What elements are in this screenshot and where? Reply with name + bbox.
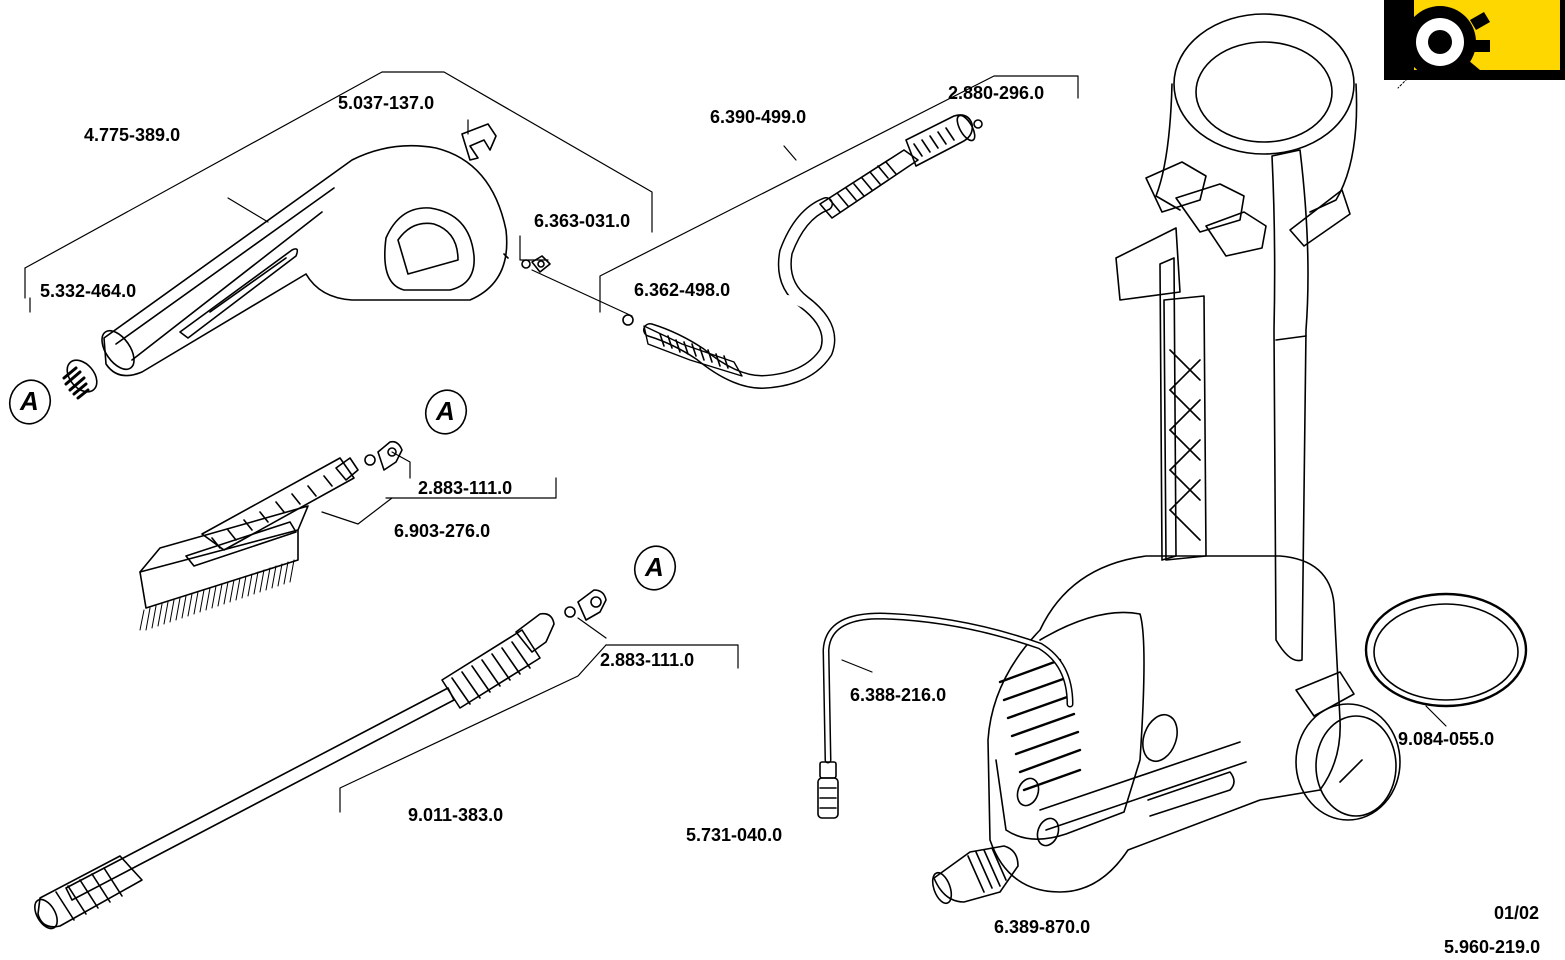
spray-lance bbox=[34, 612, 555, 930]
water-inlet-connector bbox=[931, 845, 1019, 905]
spring-part bbox=[62, 359, 98, 400]
callout-6-363-031-0: 6.363-031.0 bbox=[534, 211, 631, 231]
callout-9-011-383-0: 9.011-383.0 bbox=[408, 805, 504, 825]
callout-4-775-389-0: 4.775-389.0 bbox=[84, 125, 181, 145]
nipple-part bbox=[521, 255, 551, 273]
callout-5-731-040-0: 5.731-040.0 bbox=[686, 825, 783, 845]
leader-lines bbox=[24, 71, 1447, 813]
callout-2-883-111-0-brush: 2.883-111.0 bbox=[418, 478, 513, 498]
hose-coil bbox=[1364, 592, 1528, 708]
callout-2-880-296-0: 2.880-296.0 bbox=[948, 83, 1045, 103]
o-ring-small-part bbox=[973, 119, 983, 129]
service-gear-badge-icon bbox=[1384, 0, 1565, 89]
callout-6-390-499-0: 6.390-499.0 bbox=[710, 107, 807, 127]
suction-hose bbox=[822, 612, 1074, 764]
filter-part bbox=[817, 761, 839, 819]
ref-marker-a-1 bbox=[8, 379, 52, 425]
washer-frame-handle bbox=[987, 13, 1401, 893]
callout-6-388-216-0: 6.388-216.0 bbox=[850, 685, 947, 705]
callout-6-362-498-0: 6.362-498.0 bbox=[634, 280, 731, 300]
callout-9-084-055-0: 9.084-055.0 bbox=[1398, 729, 1495, 749]
callout-6-389-870-0: 6.389-870.0 bbox=[994, 917, 1091, 937]
footer-drawing-number: 5.960-219.0 bbox=[1444, 937, 1541, 957]
callout-5-332-464-0: 5.332-464.0 bbox=[40, 281, 137, 301]
lance-nipple bbox=[564, 589, 607, 621]
footer-date: 01/02 bbox=[1494, 903, 1540, 923]
ref-marker-a-1-label: A bbox=[20, 386, 39, 416]
spray-gun-handle bbox=[101, 144, 509, 377]
ref-marker-a-3 bbox=[633, 545, 677, 591]
brush-nipple bbox=[364, 440, 403, 471]
o-ring-part bbox=[622, 314, 634, 326]
ref-marker-a-2-label: A bbox=[436, 396, 455, 426]
callout-2-883-111-0-lance: 2.883-111.0 bbox=[600, 650, 695, 670]
high-pressure-hose bbox=[643, 114, 976, 389]
ref-marker-a-3-label: A bbox=[645, 552, 664, 582]
wash-brush bbox=[139, 457, 359, 631]
callout-5-037-137-0: 5.037-137.0 bbox=[338, 93, 435, 113]
clip-part bbox=[461, 123, 497, 161]
callout-6-903-276-0: 6.903-276.0 bbox=[394, 521, 491, 541]
ref-marker-a-2 bbox=[424, 389, 468, 435]
